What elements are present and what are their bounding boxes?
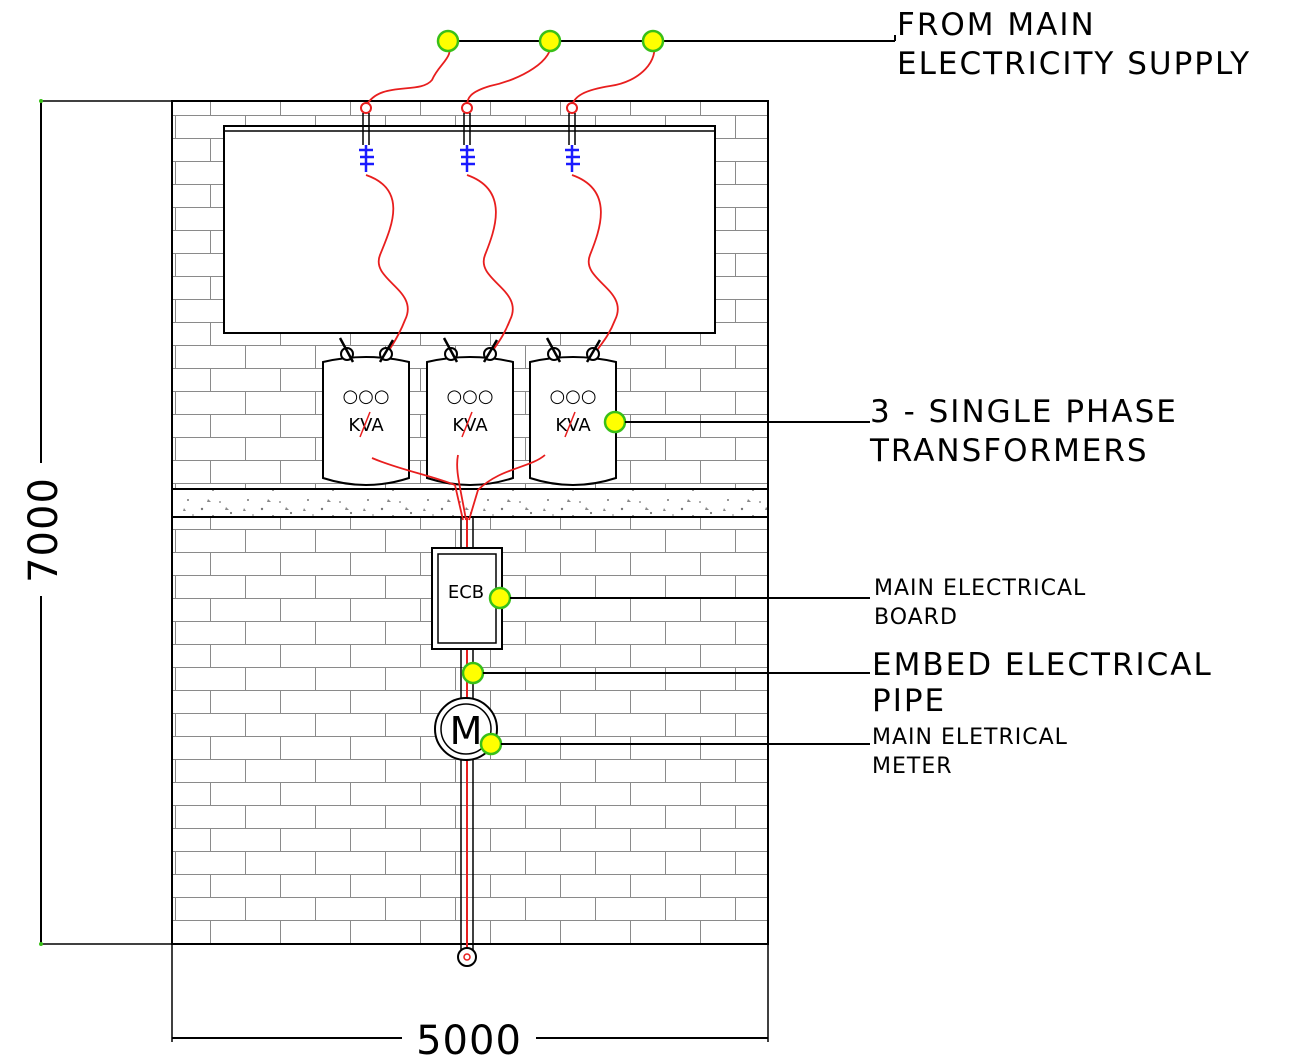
transformer-wire-3	[571, 174, 619, 353]
concrete-slab	[172, 489, 768, 517]
width-dimension-label: 5000	[416, 1018, 522, 1061]
fuse-assembly-2	[460, 102, 475, 172]
board-label: ECB	[448, 582, 484, 603]
callout-dot-meter	[479, 732, 503, 756]
callout-dot-supply-3	[641, 29, 665, 53]
supply-label-line1: FROM MAIN	[897, 7, 1096, 43]
callout-dot-supply-1	[436, 29, 460, 53]
transformer-3: ○○○ KVA	[529, 337, 617, 486]
transformers-label-line1: 3 - SINGLE PHASE	[870, 394, 1178, 430]
height-dimension: 7000	[21, 99, 172, 946]
converge-wire-3	[468, 454, 546, 521]
height-dimension-label: 7000	[21, 477, 67, 583]
transformer-wire-1	[365, 174, 409, 353]
transformer-wire-2	[466, 174, 514, 353]
callout-dot-transformers	[603, 410, 627, 434]
pipe-label-line1: EMBED ELECTRICAL	[872, 647, 1213, 683]
callout-dot-board	[488, 586, 512, 610]
upper-recess	[223, 125, 716, 334]
transformer-2-dots: ○○○	[446, 386, 493, 407]
converge-wire-2	[456, 454, 467, 521]
width-dimension: 5000	[171, 944, 769, 1061]
supply-wire-2	[466, 40, 552, 107]
transformer-1-label: KVA	[348, 415, 384, 436]
meter-label-line2: METER	[872, 754, 953, 779]
board-label-line2: BOARD	[874, 605, 958, 630]
wall-outline	[171, 100, 769, 945]
fuse-assembly-1	[359, 102, 374, 172]
transformer-2-label: KVA	[452, 415, 488, 436]
callout-dot-pipe	[461, 661, 485, 685]
transformers-label-line2: TRANSFORMERS	[869, 433, 1149, 469]
transformer-3-dots: ○○○	[549, 386, 596, 407]
transformer-2: ○○○ KVA	[426, 337, 514, 486]
supply-wire-3	[571, 40, 656, 107]
meter-label-line1: MAIN ELETRICAL	[872, 725, 1068, 750]
supply-wire-1	[365, 40, 451, 107]
supply-label-line2: ELECTRICITY SUPPLY	[897, 46, 1251, 82]
converge-wire-1	[371, 457, 464, 521]
fuse-assembly-3	[565, 102, 580, 172]
callout-dot-supply-2	[538, 29, 562, 53]
pipe-label-line2: PIPE	[872, 683, 946, 719]
transformer-1-dots: ○○○	[342, 386, 389, 407]
transformer-1: ○○○ KVA	[322, 337, 410, 486]
main-electrical-meter: M	[434, 697, 498, 761]
transformer-3-label: KVA	[555, 415, 591, 436]
meter-label: M	[450, 709, 483, 753]
board-label-line1: MAIN ELECTRICAL	[874, 576, 1086, 601]
